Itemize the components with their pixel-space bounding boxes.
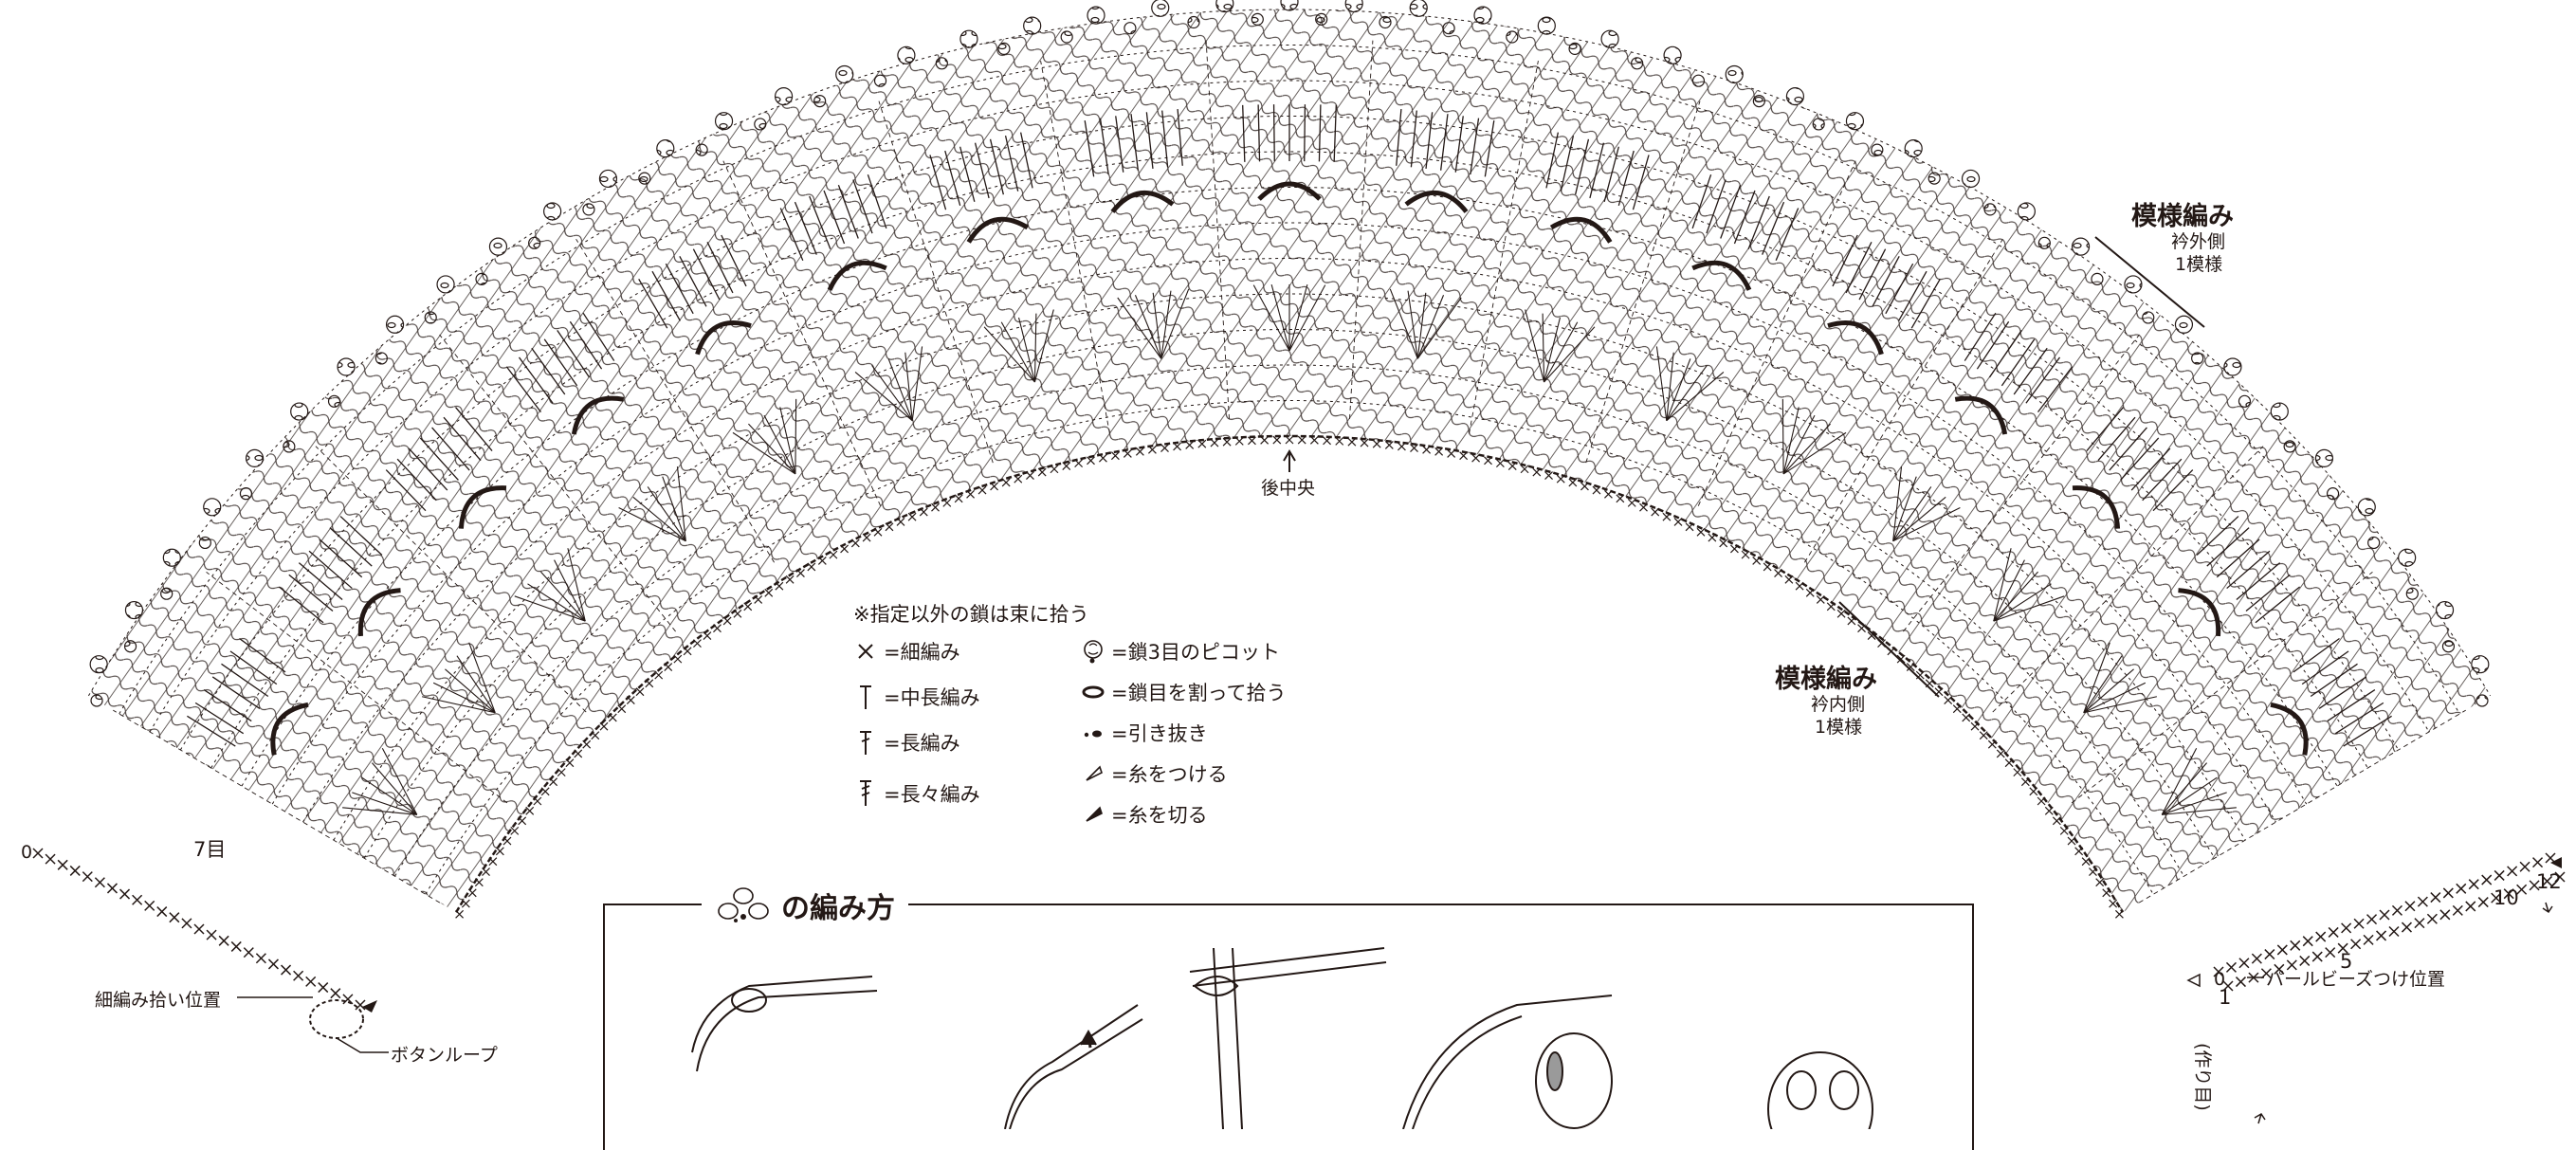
row-10-label: 10 bbox=[2494, 886, 2519, 909]
pickup-label: 細編み拾い位置 bbox=[95, 990, 222, 1011]
pearl-bead-label: パールビーズつけ位置 bbox=[2266, 969, 2446, 990]
double-crochet-icon bbox=[860, 731, 871, 755]
treble-crochet-icon bbox=[860, 780, 871, 806]
legend-single-crochet: =細編み bbox=[853, 637, 960, 666]
legend-text: =糸をつける bbox=[1111, 763, 1228, 786]
legend-half-double: =中長編み bbox=[853, 683, 980, 711]
row-12-label: 12 bbox=[2536, 870, 2562, 893]
button-loop-label: ボタンループ bbox=[391, 1045, 498, 1066]
legend-double: =長編み bbox=[853, 728, 960, 757]
inner-pattern-sub1: 衿内側 bbox=[1811, 694, 1866, 715]
inner-repeat-bracket bbox=[1838, 601, 1940, 698]
fan-edge-layer bbox=[89, 0, 2490, 919]
outer-pattern-sub2: 1模様 bbox=[2175, 254, 2223, 275]
row-12-arrow bbox=[2542, 902, 2553, 914]
back-center-arrow bbox=[1283, 449, 1296, 472]
legend-text: =鎖3目のピコット bbox=[1111, 641, 1280, 664]
join-yarn-icon bbox=[1086, 765, 1103, 781]
legend-picot: =鎖3目のピコット bbox=[1081, 637, 1280, 666]
legend-note: ※指定以外の鎖は束に拾う bbox=[853, 603, 1089, 626]
howto-title-text: の編み方 bbox=[781, 892, 895, 925]
end-triangle-icon bbox=[2550, 857, 2562, 868]
outer-repeat-bracket bbox=[2094, 236, 2205, 328]
stitch-count-label: 7目 bbox=[193, 838, 227, 861]
button-loop-leader bbox=[336, 1037, 389, 1053]
slip-stitch-icon bbox=[1084, 730, 1102, 738]
foundation-arrow bbox=[2254, 1113, 2266, 1124]
row-0-right-label: 0 bbox=[2214, 969, 2226, 990]
cut-yarn-icon bbox=[1086, 806, 1103, 822]
button-loop-icon bbox=[309, 999, 377, 1039]
picot-icon bbox=[718, 887, 769, 922]
fan-motif-layer bbox=[113, 40, 2466, 904]
legend-treble: =長々編み bbox=[853, 779, 980, 808]
outer-pattern-sub1: 衿外側 bbox=[2171, 231, 2226, 252]
inner-pattern-sub2: 1模様 bbox=[1815, 717, 1863, 738]
howto-illustration bbox=[691, 947, 1873, 1129]
start-triangle-icon bbox=[2186, 973, 2201, 988]
back-center-label: 後中央 bbox=[1261, 478, 1316, 499]
legend-slip-stitch: =引き抜き bbox=[1081, 719, 1208, 747]
howto-title: の編み方 bbox=[702, 885, 908, 926]
row-1-label: 1 bbox=[2219, 986, 2232, 1009]
half-double-crochet-icon bbox=[860, 685, 871, 709]
row-5-label: 5 bbox=[2340, 950, 2353, 973]
inner-pattern-title: 模様編み bbox=[1775, 665, 1877, 694]
legend-join-yarn: =糸をつける bbox=[1081, 759, 1228, 788]
legend-text: =長々編み bbox=[884, 783, 980, 806]
row-0-left-label: 0 bbox=[21, 842, 33, 863]
picot-icon bbox=[1084, 640, 1103, 664]
legend-text: =鎖目を割って拾う bbox=[1111, 682, 1287, 704]
legend-text: =糸を切る bbox=[1111, 804, 1208, 827]
split-chain-icon bbox=[1082, 685, 1105, 699]
legend-cut-yarn: =糸を切る bbox=[1081, 800, 1208, 829]
legend-text: =長編み bbox=[884, 732, 960, 755]
legend-text: =細編み bbox=[884, 641, 960, 664]
legend-split-chain: =鎖目を割って拾う bbox=[1081, 678, 1287, 706]
legend-text: =中長編み bbox=[884, 686, 980, 709]
outer-pattern-title: 模様編み bbox=[2131, 202, 2234, 231]
foundation-label: (作り目) bbox=[2192, 1043, 2213, 1111]
legend-text: =引き抜き bbox=[1111, 722, 1208, 745]
pickup-row-marks bbox=[32, 848, 2566, 1011]
single-crochet-icon bbox=[858, 644, 873, 659]
howto-box bbox=[603, 904, 1974, 1150]
